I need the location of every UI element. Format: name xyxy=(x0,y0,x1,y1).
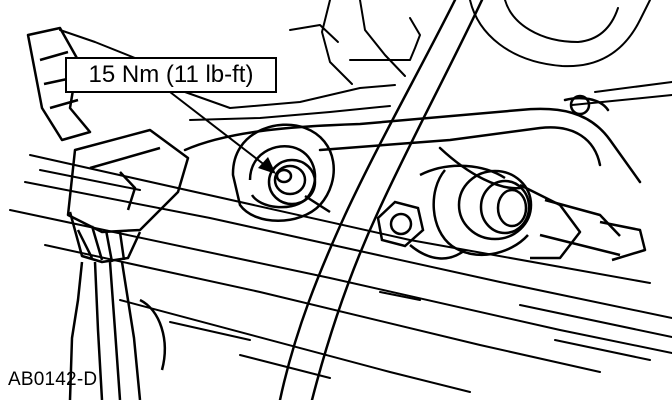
small-bolt xyxy=(376,200,466,260)
engine-background-contours xyxy=(59,0,672,121)
cylinder-head-outline xyxy=(9,154,672,393)
mounting-boss xyxy=(231,123,335,222)
figure-id: AB0142-D xyxy=(8,369,98,390)
torque-callout-label: 15 Nm (11 lb-ft) xyxy=(65,57,277,93)
bracket-arm xyxy=(183,94,642,190)
sensor-assembly xyxy=(419,164,647,262)
callout-leader xyxy=(169,91,276,174)
tube xyxy=(278,0,484,400)
electrical-connector xyxy=(26,26,190,400)
